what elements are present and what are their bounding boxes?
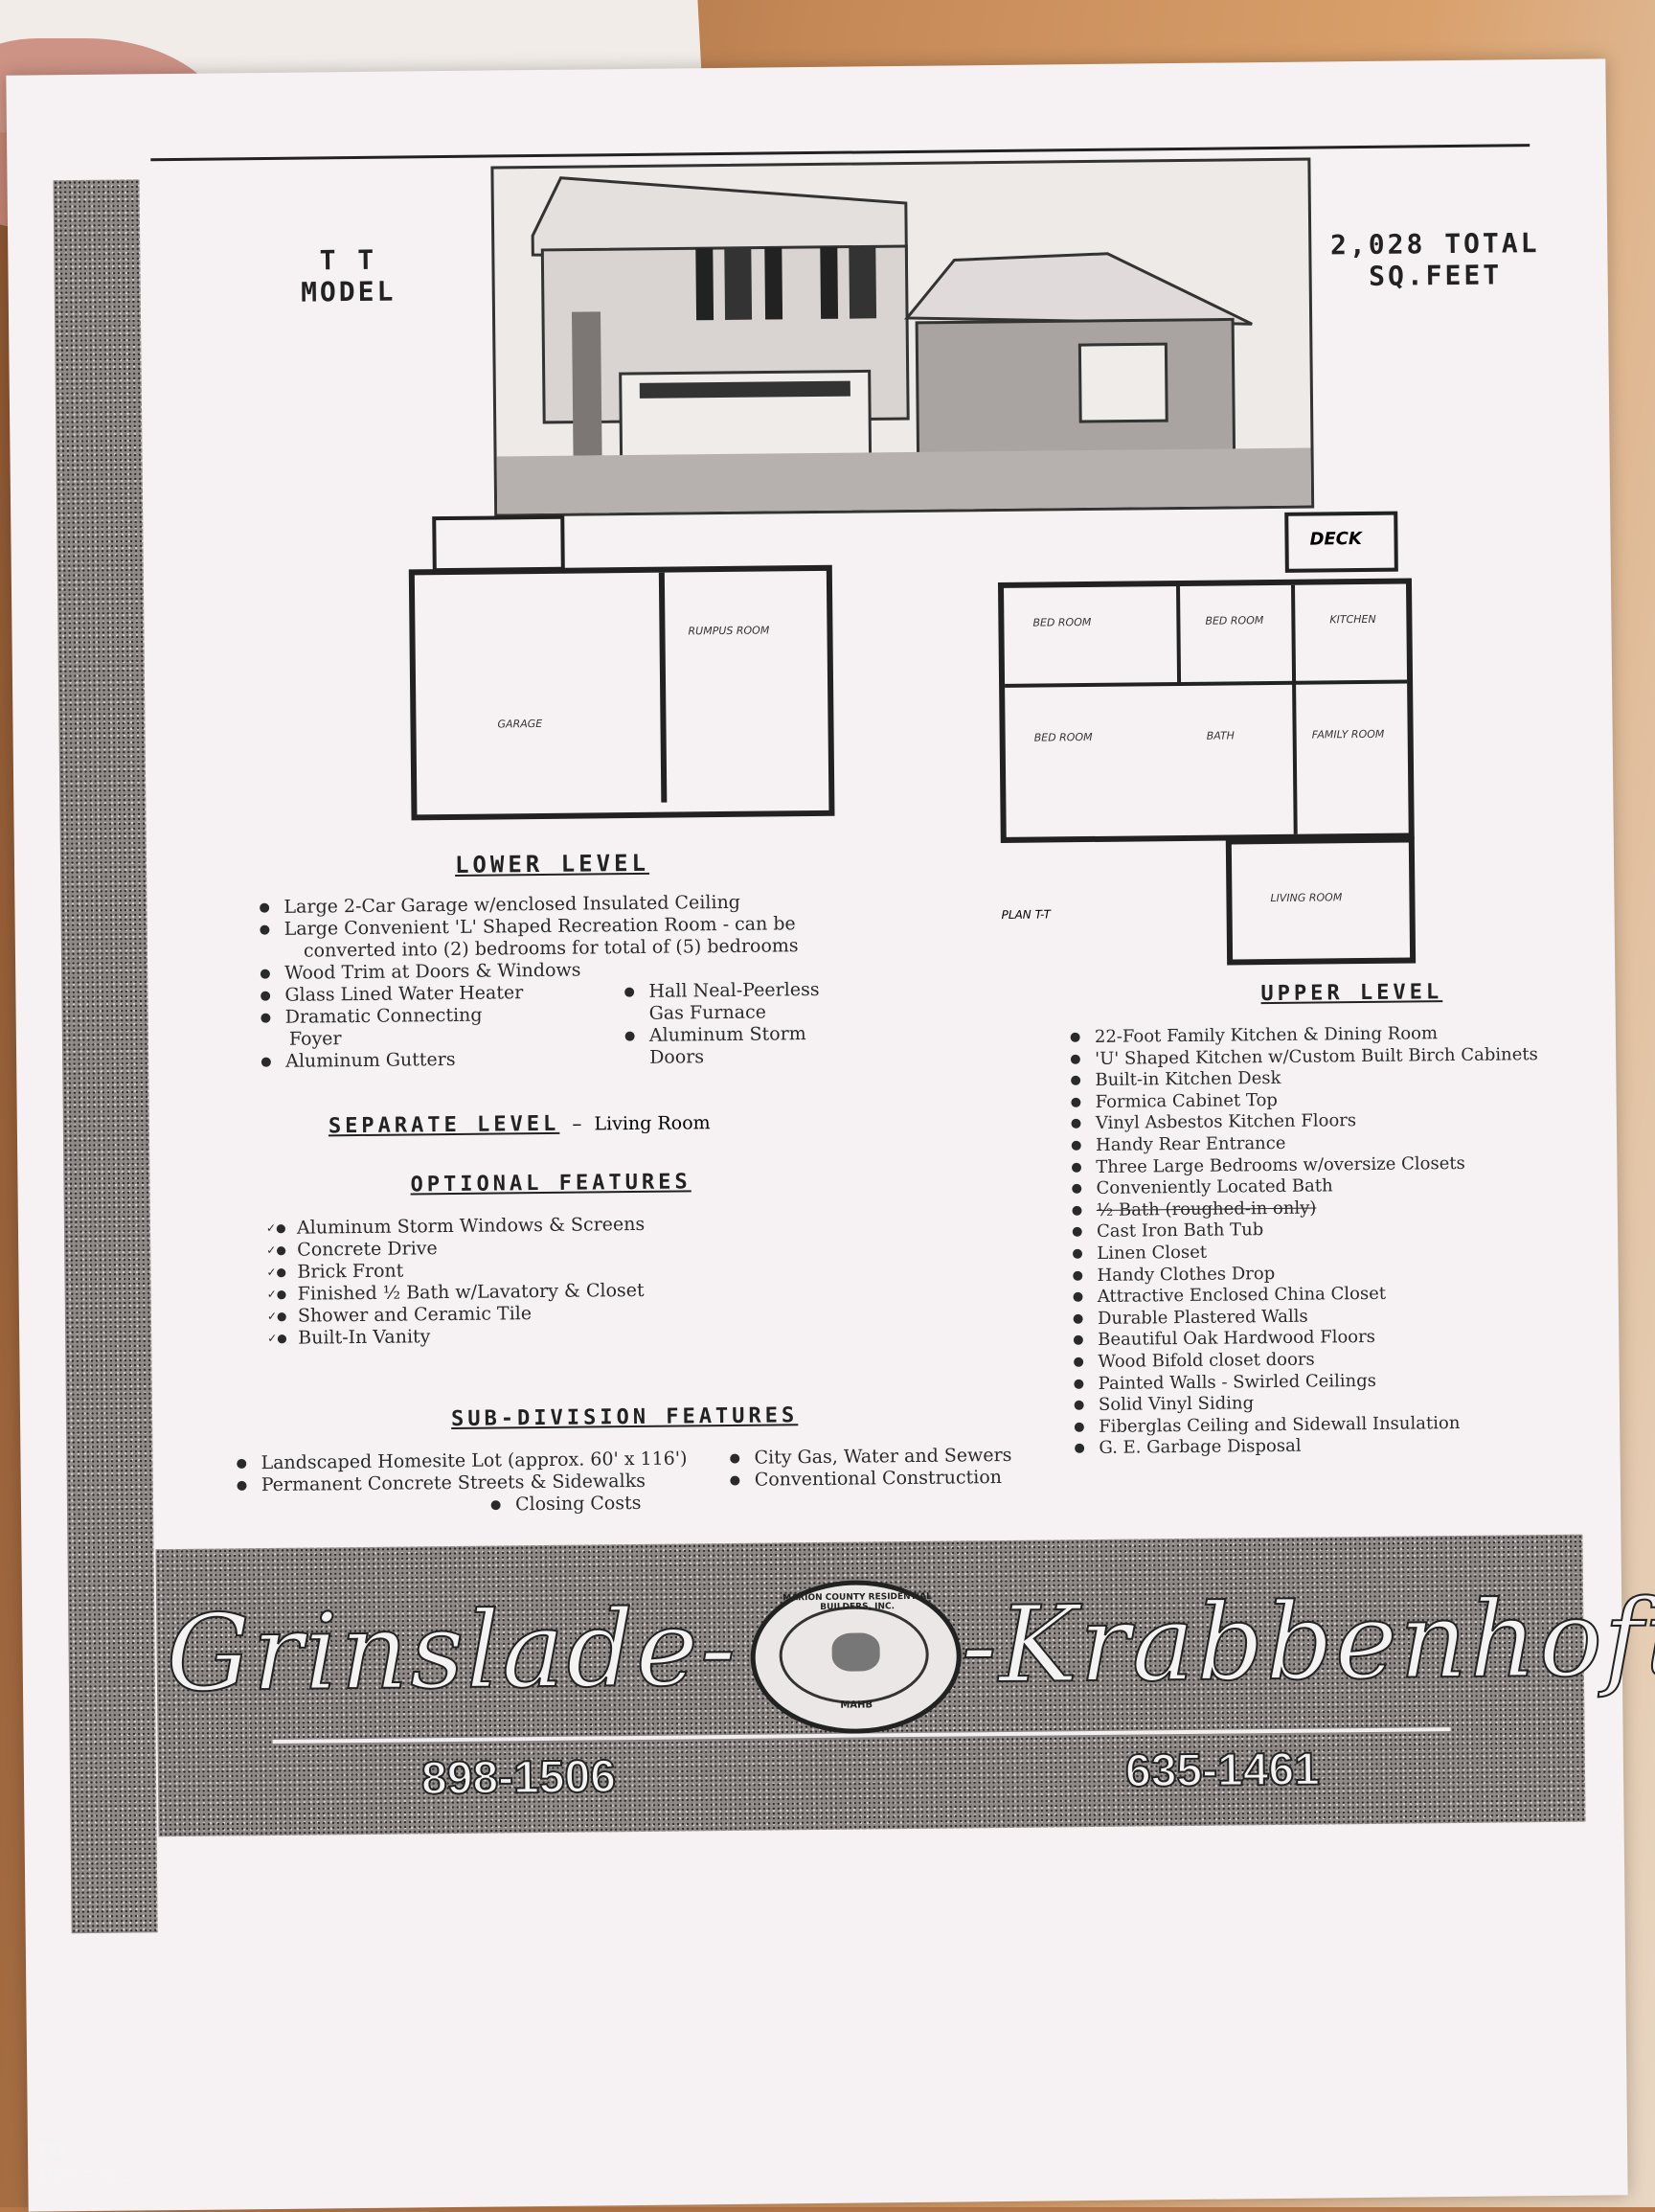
- phone-right: 635-1461: [1124, 1744, 1321, 1798]
- room-label-rumpus: RUMPUS ROOM: [688, 624, 770, 638]
- builder-banner: Grinslade- MARION COUNTY RESIDENTIAL BUI…: [155, 1534, 1655, 1837]
- left-decorative-bar: [53, 179, 158, 1934]
- lower-level-title: LOWER LEVEL: [454, 849, 650, 878]
- separate-level-text: Living Room: [594, 1112, 711, 1135]
- model-line1: T T: [319, 243, 377, 277]
- list-item: City Gas, Water and Sewers: [729, 1445, 1011, 1470]
- top-rule: [150, 144, 1530, 162]
- separate-level-title: SEPARATE LEVEL: [328, 1111, 560, 1139]
- list-item: G. E. Garbage Disposal: [1074, 1433, 1542, 1460]
- optional-features-title: OPTIONAL FEATURES: [410, 1170, 691, 1197]
- plan-wall: [1176, 585, 1182, 683]
- room-label-bed3: BED ROOM: [1033, 730, 1093, 744]
- model-heading: T T MODEL: [295, 244, 401, 308]
- mibor-watermark: ∞ MIBOR BLC: [38, 2129, 133, 2187]
- list-item: Doors: [649, 1046, 705, 1068]
- deck-box: DECK: [1284, 511, 1398, 573]
- room-label-family: FAMILY ROOM: [1311, 727, 1385, 741]
- deck-label: DECK: [1309, 529, 1363, 550]
- separate-level-dash: –: [572, 1111, 582, 1135]
- upper-level-floor-plan: BED ROOM BED ROOM KITCHEN BED ROOM BATH …: [997, 578, 1415, 843]
- room-label-bed2: BED ROOM: [1205, 614, 1264, 627]
- room-label-bed1: BED ROOM: [1032, 615, 1092, 629]
- list-item: Built-In Vanity: [273, 1324, 646, 1350]
- list-item: Aluminum Storm: [624, 1023, 820, 1047]
- room-label-kitchen: KITCHEN: [1329, 612, 1376, 627]
- model-line2: MODEL: [300, 275, 397, 308]
- lower-level-floor-plan: RUMPUS ROOM GARAGE: [408, 564, 835, 821]
- house-sketch-svg: [496, 176, 1312, 514]
- subdivision-list-center: Closing Costs: [490, 1493, 642, 1516]
- list-item: Hall Neal-Peerless: [623, 979, 819, 1003]
- builder-name-right: -Krabbenhoft: [960, 1575, 1655, 1707]
- plan-wall: [1005, 679, 1408, 688]
- room-label-garage: GARAGE: [497, 717, 543, 731]
- sqft-line2: SQ.FEET: [1368, 259, 1503, 292]
- watermark-text: MIBOR BLC: [38, 2167, 134, 2186]
- seal-bottom-text: MAHB: [840, 1699, 873, 1711]
- lower-plan-entry: [432, 514, 565, 573]
- plan-wall: [1291, 584, 1298, 834]
- sqft-line1: 2,028 TOTAL: [1329, 227, 1540, 262]
- separate-level-line: SEPARATE LEVEL – Living Room: [328, 1110, 711, 1139]
- living-room-plan: LIVING ROOM: [1225, 836, 1417, 966]
- list-item: Gas Furnace: [648, 1001, 767, 1024]
- upper-level-list: 22-Foot Family Kitchen & Dining Room 'U'…: [1070, 1022, 1542, 1460]
- subdivision-features-title: SUB-DIVISION FEATURES: [450, 1403, 799, 1432]
- lower-level-list-right: Hall Neal-Peerless Gas Furnace Aluminum …: [623, 979, 820, 1069]
- subdivision-list-right: City Gas, Water and Sewers Conventional …: [729, 1445, 1011, 1492]
- upper-level-title: UPPER LEVEL: [1260, 980, 1443, 1007]
- eagle-emblem-icon: [831, 1632, 880, 1672]
- room-label-living: LIVING ROOM: [1270, 891, 1343, 905]
- phone-left: 898-1506: [420, 1750, 617, 1805]
- sqft-heading: 2,028 TOTAL SQ.FEET: [1329, 227, 1541, 292]
- list-item: Closing Costs: [490, 1493, 642, 1516]
- list-item: Conventional Construction: [730, 1467, 1012, 1492]
- plan-wall: [658, 572, 668, 803]
- seal-top-text: MARION COUNTY RESIDENTIAL BUILDERS, INC.: [782, 1591, 932, 1612]
- plan-tt-label: PLAN T-T: [1001, 907, 1052, 922]
- room-label-bath: BATH: [1206, 729, 1235, 742]
- mahb-seal: MARION COUNTY RESIDENTIAL BUILDERS, INC.…: [749, 1579, 963, 1735]
- brochure-sheet: T T MODEL 2,028 TOTAL SQ.FEET RUMPUS ROO…: [6, 58, 1655, 2212]
- optional-features-list: Aluminum Storm Windows & Screens Concret…: [272, 1214, 646, 1350]
- subdivision-list-left: Landscaped Homesite Lot (approx. 60' x 1…: [236, 1448, 687, 1496]
- house-illustration: [490, 157, 1315, 517]
- builder-name-left: Grinslade-: [165, 1585, 739, 1716]
- infinity-icon: ∞: [38, 2127, 66, 2169]
